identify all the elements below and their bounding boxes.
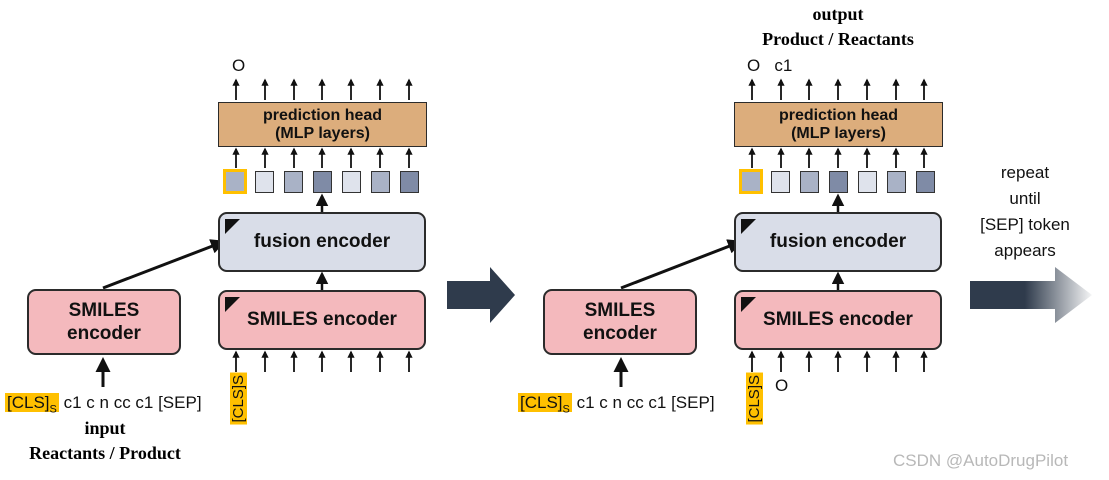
token-embedding — [313, 171, 332, 193]
smiles-encoder-right-label: SMILES encoder — [247, 309, 397, 330]
smiles-encoder-left-line1: SMILES — [584, 300, 656, 321]
token-embedding — [342, 171, 361, 193]
smiles-encoder-left: SMILES encoder — [27, 289, 181, 355]
corner-marker-icon — [741, 297, 756, 312]
output-caption-line1: output — [812, 4, 864, 24]
fusion-encoder-label: fusion encoder — [253, 231, 391, 252]
input-caption-line2: Reactants / Product — [29, 443, 181, 463]
token-embedding — [800, 171, 819, 193]
smiles-encoder-left-line2: encoder — [583, 323, 657, 344]
token-embedding — [887, 171, 906, 193]
repeat-line2: until — [1009, 189, 1041, 208]
token-embedding — [858, 171, 877, 193]
output-tokens-label: O c1 — [747, 56, 793, 75]
input-sequence: [CLS]S c1 c n cc c1 [SEP] — [5, 393, 202, 415]
prediction-head-line2: (MLP layers) — [791, 124, 886, 142]
left-encoder-to-fusion-arrow — [102, 239, 226, 290]
smiles-encoder-left-line2: encoder — [67, 323, 141, 344]
transition-arrow — [447, 267, 515, 323]
input-sequence-text: c1 c n cc c1 [SEP] — [576, 393, 715, 412]
cls-vertical-token: [CLS]S — [230, 373, 247, 425]
repeat-line3: [SEP] token — [980, 215, 1070, 234]
smiles-encoder-right-2: SMILES encoder — [734, 290, 942, 350]
cls-token-embedding — [739, 169, 763, 194]
token-embedding — [255, 171, 274, 193]
prediction-head-line1: prediction head — [778, 106, 899, 124]
token-embedding — [771, 171, 790, 193]
corner-marker-icon — [225, 297, 240, 312]
panel2-token-arrows — [748, 78, 928, 372]
output-caption-line2: Product / Reactants — [762, 29, 914, 49]
fusion-encoder-2: fusion encoder — [734, 212, 942, 272]
corner-marker-icon — [741, 219, 756, 234]
input-sequence-2: [CLS]S c1 c n cc c1 [SEP] — [518, 393, 715, 415]
input-sequence-text: c1 c n cc c1 [SEP] — [63, 393, 202, 412]
token-embedding — [371, 171, 390, 193]
input-caption-line1: input — [84, 418, 126, 438]
smiles-encoder-right: SMILES encoder — [218, 290, 426, 350]
left-encoder-to-fusion-arrow-2 — [620, 239, 743, 290]
repeat-arrow — [970, 267, 1092, 323]
panel1-token-arrows — [232, 78, 413, 372]
fusion-encoder-label: fusion encoder — [769, 231, 907, 252]
token-embedding — [284, 171, 303, 193]
token-embedding — [829, 171, 848, 193]
smiles-encoder-left-line1: SMILES — [68, 300, 140, 321]
cls-token-embedding — [223, 169, 247, 194]
cls-token: [CLS]S — [518, 393, 572, 416]
corner-marker-icon — [225, 219, 240, 234]
smiles-encoder-right-label: SMILES encoder — [763, 309, 913, 330]
repeat-line4: appears — [994, 241, 1056, 260]
cls-vertical-token-2: [CLS]S — [746, 373, 763, 425]
output-token-label: O — [232, 56, 246, 75]
prediction-head-line2: (MLP layers) — [275, 124, 370, 142]
decoder-input-token: O — [775, 376, 789, 395]
smiles-encoder-left-2: SMILES encoder — [543, 289, 697, 355]
prediction-head: prediction head (MLP layers) — [218, 102, 427, 147]
prediction-head-line1: prediction head — [262, 106, 383, 124]
repeat-caption: repeat until [SEP] token appears — [965, 160, 1085, 264]
token-embedding — [400, 171, 419, 193]
cls-token: [CLS]S — [5, 393, 59, 416]
watermark: CSDN @AutoDrugPilot — [893, 451, 1069, 470]
repeat-line1: repeat — [1000, 163, 1050, 182]
fusion-encoder: fusion encoder — [218, 212, 426, 272]
token-embedding — [916, 171, 935, 193]
prediction-head-2: prediction head (MLP layers) — [734, 102, 943, 147]
